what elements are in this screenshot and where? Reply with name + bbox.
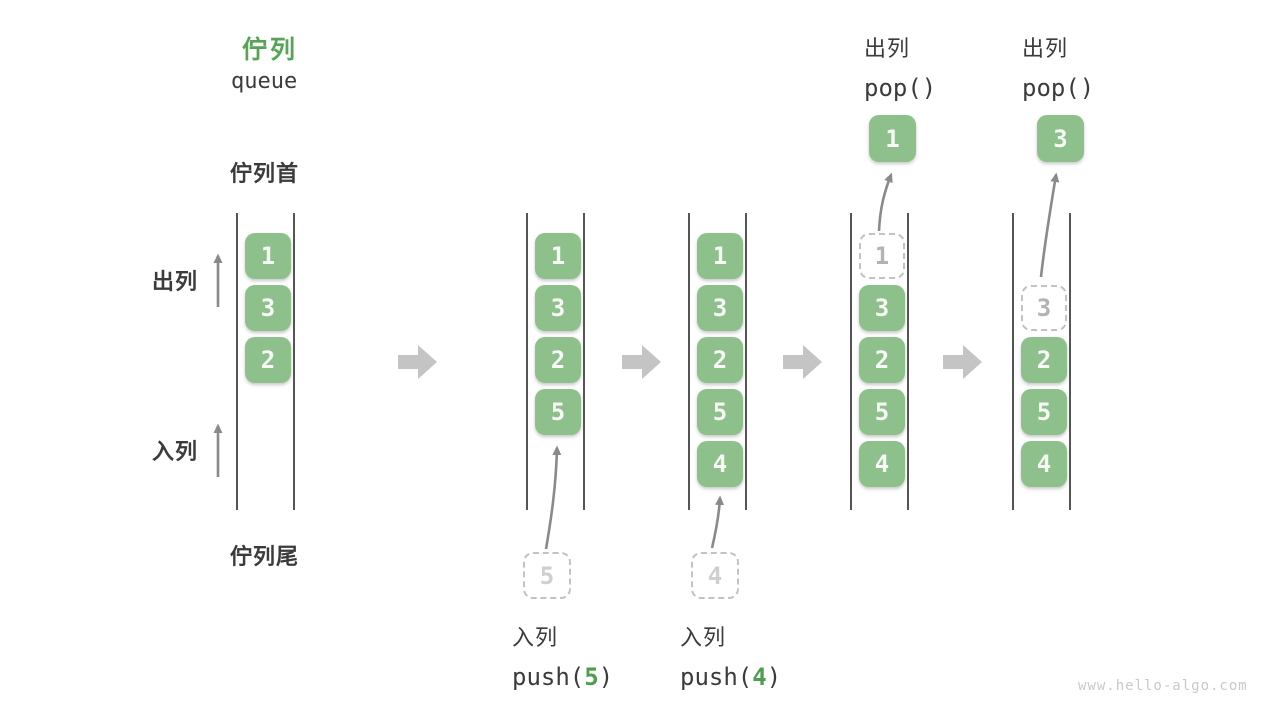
push-op-zh: 入列 xyxy=(680,625,727,650)
push-code-close: ) xyxy=(598,663,614,691)
popped-value-box: 3 xyxy=(1037,115,1084,162)
queue-column: 1 3 2 5 xyxy=(526,213,585,510)
pop-op-zh: 出列 xyxy=(864,36,911,61)
transition-arrow-icon xyxy=(783,345,822,379)
push-code-arg: 4 xyxy=(752,663,767,691)
queue-column: 3 2 5 4 xyxy=(1012,213,1071,510)
queue-cell: 4 xyxy=(697,441,743,487)
queue-column: 1 3 2 xyxy=(236,213,295,510)
queue-cell: 1 xyxy=(535,233,581,279)
push-code-open: push( xyxy=(512,663,585,691)
enqueue-ghost-box: 5 xyxy=(523,552,571,599)
queue-cell: 3 xyxy=(535,285,581,331)
queue-rear-label: 佇列尾 xyxy=(230,544,300,569)
push-op-label: 入列 push(5) xyxy=(512,620,613,691)
dequeue-side-label: 出列 xyxy=(152,269,199,294)
push-op-label: 入列 push(4) xyxy=(680,620,781,691)
queue-cell: 1 xyxy=(245,233,291,279)
queue-cell: 3 xyxy=(859,285,905,331)
pop-op-label: 出列 pop() xyxy=(1022,31,1094,102)
queue-cell: 2 xyxy=(245,337,291,383)
pop-op-zh: 出列 xyxy=(1022,36,1069,61)
watermark: www.hello-algo.com xyxy=(1078,678,1248,694)
queue-cell: 3 xyxy=(245,285,291,331)
queue-front-label: 佇列首 xyxy=(230,161,300,186)
queue-cell: 5 xyxy=(535,389,581,435)
push-op-zh: 入列 xyxy=(512,625,559,650)
push-code-arg: 5 xyxy=(584,663,599,691)
push-op-code: push(5) xyxy=(512,663,613,691)
queue-cell: 5 xyxy=(1021,389,1067,435)
diagram-subtitle: queue xyxy=(231,69,298,94)
queue-cell: 2 xyxy=(697,337,743,383)
diagram-title: 佇列 xyxy=(242,36,299,64)
queue-cell: 2 xyxy=(859,337,905,383)
popped-value-box: 1 xyxy=(869,115,916,162)
queue-cell: 2 xyxy=(1021,337,1067,383)
queue-cell: 5 xyxy=(697,389,743,435)
push-code-open: push( xyxy=(680,663,753,691)
pop-op-code: pop() xyxy=(1022,74,1095,102)
transition-arrow-icon xyxy=(398,345,437,379)
queue-column: 1 3 2 5 4 xyxy=(688,213,747,510)
queue-cell: 4 xyxy=(859,441,905,487)
enqueue-side-label: 入列 xyxy=(152,439,199,464)
queue-column: 1 3 2 5 4 xyxy=(850,213,909,510)
queue-cell: 2 xyxy=(535,337,581,383)
queue-cell-ghost: 1 xyxy=(859,233,905,279)
push-code-close: ) xyxy=(766,663,782,691)
pop-op-label: 出列 pop() xyxy=(864,31,936,102)
transition-arrow-icon xyxy=(943,345,982,379)
transition-arrow-icon xyxy=(622,345,661,379)
queue-cell: 1 xyxy=(697,233,743,279)
queue-cell: 4 xyxy=(1021,441,1067,487)
queue-cell-ghost: 3 xyxy=(1021,285,1067,331)
queue-cell: 3 xyxy=(697,285,743,331)
enqueue-ghost-box: 4 xyxy=(691,552,739,599)
push-op-code: push(4) xyxy=(680,663,781,691)
pop-op-code: pop() xyxy=(864,74,937,102)
queue-cell: 5 xyxy=(859,389,905,435)
